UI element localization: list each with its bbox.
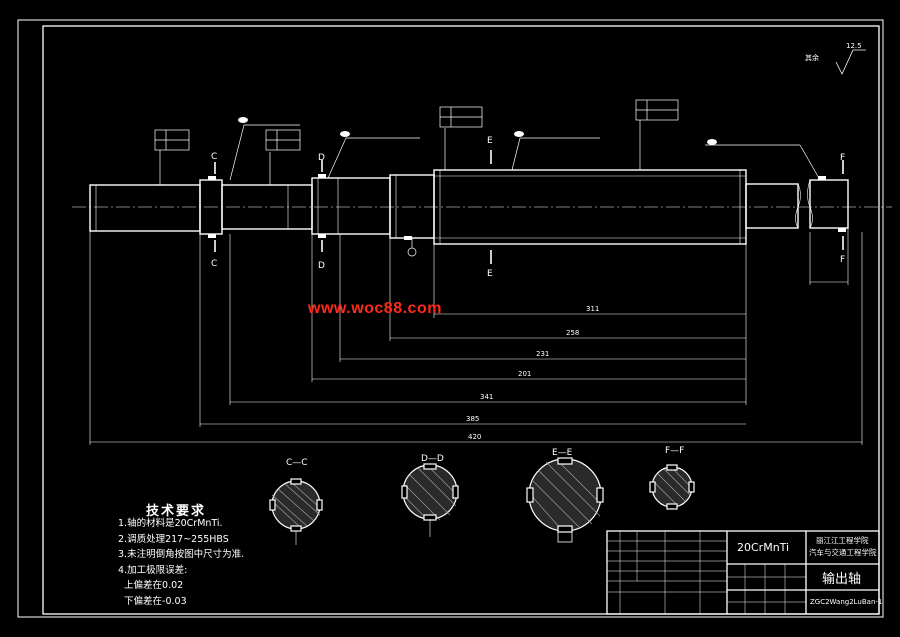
inner-frame [42, 25, 880, 615]
watermark: www.woc88.com [308, 300, 442, 317]
section-marks: C C D D E E F F [211, 136, 845, 279]
tolerance-frames [154, 99, 679, 257]
section-cut-lines [214, 150, 844, 264]
section-view-c [269, 478, 323, 545]
tech-requirements-title: 技术要求 [146, 504, 207, 519]
title-block-part-name: 输出轴 [822, 572, 862, 587]
title-block [606, 530, 880, 615]
tech-item: 上偏差在0.02 [118, 580, 184, 591]
section-view-f [649, 464, 695, 510]
dim-341: 341 [480, 393, 493, 401]
outer-frame [17, 19, 884, 618]
section-mark-e-bottom: E [487, 269, 493, 279]
section-mark-c-top: C [211, 152, 217, 162]
tech-requirements-list: 1.轴的材料是20CrMnTi. 2.调质处理217~255HBS 3.未注明倒… [118, 516, 244, 609]
section-mark-c-bottom: C [211, 259, 217, 269]
annotation-leaders [159, 120, 821, 248]
dim-258: 258 [566, 329, 579, 337]
section-view-e [526, 457, 604, 543]
tech-item: 2.调质处理217~255HBS [118, 533, 229, 545]
section-label-d: D—D [421, 454, 444, 464]
title-block-school-line2: 汽车与交通工程学院 [809, 548, 877, 557]
section-mark-f-bottom: F [840, 255, 845, 265]
spline-teeth [208, 174, 846, 240]
tech-item: 下偏差在-0.03 [118, 595, 187, 607]
dim-201: 201 [518, 370, 531, 378]
section-label-e: E—E [552, 448, 573, 458]
section-mark-f-top: F [840, 153, 845, 163]
section-mark-d-top: D [318, 153, 325, 163]
dim-420: 420 [468, 433, 481, 441]
section-label-c: C—C [286, 458, 308, 468]
spline-symbols [238, 117, 717, 145]
dim-385: 385 [466, 415, 479, 423]
dimension-lines [89, 228, 863, 445]
roughness-symbol [835, 49, 866, 75]
title-block-school-line1: 丽江江工程学院 [816, 536, 869, 545]
section-label-f: F—F [665, 446, 684, 456]
roughness-value: 12.5 [846, 42, 862, 50]
title-block-drawing-no: ZGC2Wang2LuBan-1 [810, 598, 883, 606]
section-labels: C—C D—D E—E F—F [286, 446, 684, 468]
dim-231: 231 [536, 350, 549, 358]
dim-311: 311 [586, 305, 599, 313]
roughness-other-label: 其余 [805, 54, 819, 62]
section-mark-d-bottom: D [318, 261, 325, 271]
dimension-values: 311 258 231 201 341 385 420 [466, 305, 599, 441]
section-view-d [401, 463, 459, 537]
title-block-material: 20CrMnTi [737, 541, 790, 554]
section-mark-e-top: E [487, 136, 493, 146]
tech-item: 4.加工极限误差: [118, 564, 188, 576]
tech-item: 1.轴的材料是20CrMnTi. [118, 518, 223, 529]
shaft-detail-lines [95, 170, 813, 244]
tech-item: 3.未注明倒角按图中尺寸为准. [118, 549, 245, 560]
